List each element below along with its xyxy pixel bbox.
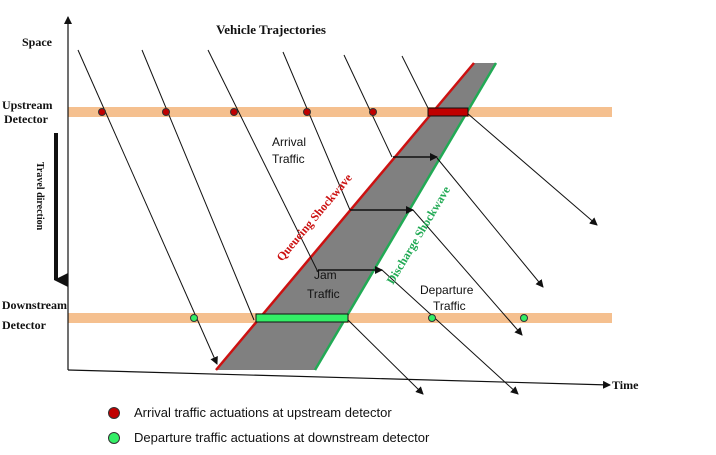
travel-direction-label: Travel direction <box>34 162 45 231</box>
downstream-detector-label-2: Detector <box>2 318 47 332</box>
departure-marker-icon <box>108 431 120 444</box>
diagram-title: Vehicle Trajectories <box>216 22 326 37</box>
y-axis-label: Space <box>22 35 53 49</box>
legend-arrival: Arrival traffic actuations at upstream d… <box>108 405 392 420</box>
upstream-occupancy-bar <box>427 107 469 117</box>
departure-traffic-label-2: Traffic <box>433 299 466 313</box>
jam-traffic-label-1: Jam <box>314 268 337 282</box>
departure-traffic-label-1: Departure <box>420 283 474 297</box>
upstream-detector-label-2: Detector <box>4 112 49 126</box>
legend-departure-label: Departure traffic actuations at downstre… <box>134 430 430 445</box>
vehicle-trajectories <box>77 49 598 395</box>
legend-departure: Departure traffic actuations at downstre… <box>108 430 429 445</box>
departure-markers <box>190 314 528 322</box>
x-axis <box>67 369 611 389</box>
jam-region <box>216 63 496 370</box>
arrival-traffic-label-1: Arrival <box>272 135 306 149</box>
arrival-traffic-label-2: Traffic <box>272 152 305 166</box>
arrival-marker-icon <box>108 406 120 419</box>
downstream-occupancy-bar <box>255 313 349 323</box>
jam-traffic-label-2: Traffic <box>307 287 340 301</box>
upstream-detector-label-1: Upstream <box>2 98 52 112</box>
jam-arrows <box>318 153 438 274</box>
arrival-markers <box>98 108 377 116</box>
downstream-detector-label-1: Downstream <box>2 298 67 312</box>
x-axis-label: Time <box>612 378 639 392</box>
upstream-detector-band <box>68 107 612 117</box>
legend-arrival-label: Arrival traffic actuations at upstream d… <box>134 405 392 420</box>
